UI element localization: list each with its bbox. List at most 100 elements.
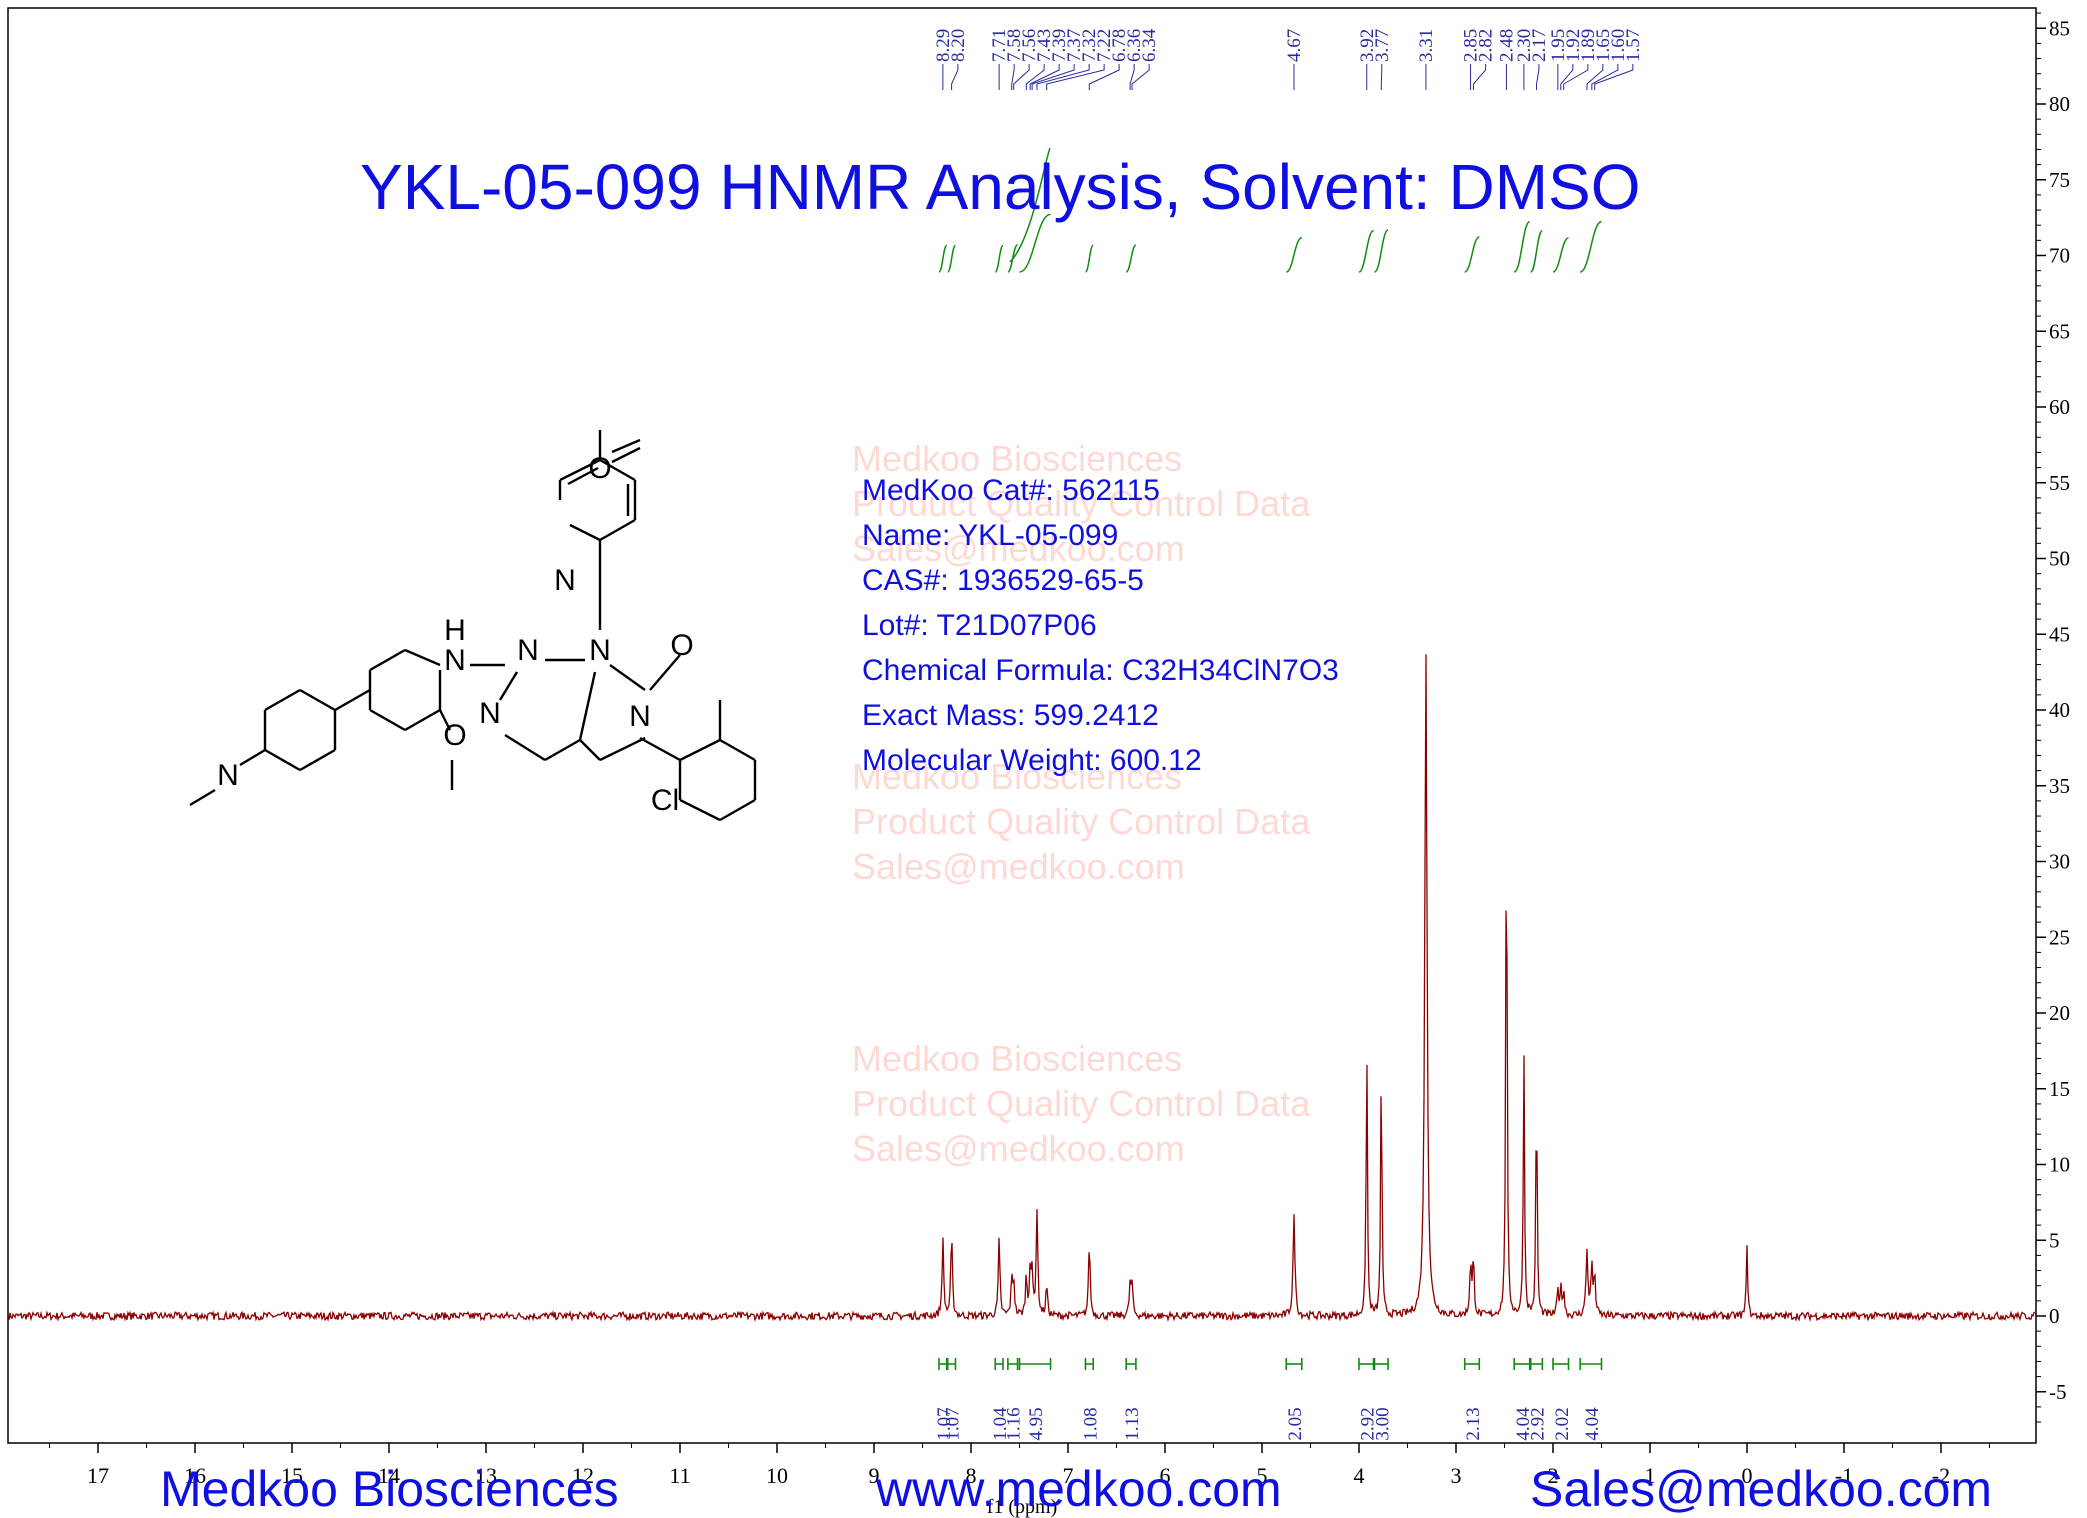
- bond: [559, 458, 601, 482]
- peak-label: 6.34: [1139, 28, 1160, 62]
- watermark-block-1: Medkoo Biosciences Product Quality Contr…: [852, 436, 1310, 571]
- spectrum-trace: [8, 654, 2036, 1323]
- bond: [504, 733, 546, 762]
- atom-label: N: [479, 697, 501, 730]
- peak-label: 3.31: [1416, 29, 1437, 62]
- peak-label: 8.29: [933, 29, 954, 62]
- peak-label-leader: [1013, 64, 1030, 90]
- peak-label: 2.48: [1496, 29, 1517, 62]
- integral-curve: [1464, 236, 1480, 273]
- x-tick-label: 5: [1257, 1463, 1268, 1488]
- footer-company: Medkoo Biosciences: [160, 1461, 619, 1517]
- peak-label: 7.43: [1034, 29, 1055, 62]
- watermark-block-2: Medkoo Biosciences Product Quality Contr…: [852, 754, 1310, 889]
- peak-label: 2.30: [1514, 29, 1535, 62]
- x-axis-label: f1 (ppm): [987, 1496, 1058, 1518]
- y-tick-label: 25: [2049, 925, 2070, 949]
- peak-label: 6.36: [1124, 29, 1145, 62]
- x-tick-label: 1: [1645, 1463, 1656, 1488]
- peak-label: 7.58: [1004, 29, 1025, 62]
- x-tick-label: 12: [572, 1463, 594, 1488]
- atom-label: N: [444, 644, 466, 677]
- integral-curve: [1084, 244, 1094, 273]
- integral-curve: [1579, 220, 1602, 273]
- bond: [609, 664, 646, 691]
- x-tick-label: 14: [378, 1463, 400, 1488]
- x-tick-label: 2: [1548, 1463, 1559, 1488]
- bond: [404, 648, 441, 667]
- compound-info: MedKoo Cat#: 562115 Name: YKL-05-099 CAS…: [862, 468, 1339, 783]
- y-tick-label: 70: [2049, 244, 2070, 268]
- info-mw: Molecular Weight: 600.12: [862, 744, 1202, 777]
- integral-value: 2.02: [1552, 1407, 1573, 1440]
- peak-label-leader: [1031, 64, 1075, 90]
- watermark-email: Sales@medkoo.com: [852, 1128, 1185, 1169]
- bond: [599, 736, 646, 762]
- spectrum-layer: [8, 654, 2036, 1323]
- peak-label-leader: [1131, 64, 1150, 90]
- bond: [299, 748, 336, 772]
- y-tick-label: 45: [2049, 622, 2070, 646]
- atom-label: N: [589, 634, 611, 667]
- integral-curve: [946, 244, 957, 273]
- x-tick-label: 8: [966, 1463, 977, 1488]
- integral-curves: [938, 147, 1602, 273]
- watermark-company: Medkoo Biosciences: [852, 438, 1183, 479]
- peak-label: 3.77: [1372, 29, 1393, 62]
- peak-label: 7.39: [1049, 29, 1070, 62]
- bond: [404, 708, 441, 732]
- integral-value: 4.95: [1026, 1407, 1047, 1440]
- peak-label-leader: [1594, 64, 1634, 90]
- x-tick-label: 7: [1063, 1463, 1074, 1488]
- info-lot: Lot#: T21D07P06: [862, 609, 1097, 642]
- integral-curve: [994, 244, 1004, 273]
- integral-curve: [1513, 220, 1531, 273]
- bond: [239, 748, 266, 767]
- peak-label-leader: [1472, 64, 1487, 90]
- integral-value: 2.05: [1285, 1407, 1306, 1440]
- peak-label-leader: [1046, 64, 1105, 90]
- y-tick-label: 85: [2049, 16, 2070, 40]
- bond: [264, 688, 301, 712]
- bond: [599, 458, 636, 482]
- integral-value: 1.07: [943, 1407, 964, 1440]
- watermark-qc: Product Quality Control Data: [852, 483, 1311, 524]
- bond: [679, 798, 721, 822]
- atom-label: Cl: [651, 784, 679, 817]
- bond: [679, 738, 721, 762]
- bond: [299, 688, 336, 712]
- footer-website[interactable]: www.medkoo.com: [876, 1461, 1282, 1517]
- bond: [369, 648, 406, 672]
- peak-label-leader: [1536, 64, 1540, 90]
- y-tick-label: 65: [2049, 319, 2070, 343]
- bond: [334, 688, 371, 712]
- x-tick-label: 4: [1354, 1463, 1365, 1488]
- bond: [578, 671, 597, 741]
- integral-curve: [1019, 213, 1051, 273]
- peak-label: 1.57: [1623, 29, 1644, 62]
- atom-label: N: [629, 700, 651, 733]
- footer-email[interactable]: Sales@medkoo.com: [1530, 1461, 1993, 1517]
- integral-value: 1.16: [1004, 1407, 1025, 1440]
- bond: [264, 748, 301, 772]
- y-tick-label: 55: [2049, 471, 2070, 495]
- bond: [611, 446, 641, 464]
- peak-label: 7.22: [1094, 29, 1115, 62]
- y-tick-label: 30: [2049, 850, 2070, 874]
- y-tick-label: 50: [2049, 547, 2070, 571]
- integral-value: 4.04: [1582, 1407, 1603, 1441]
- x-tick-label: -1: [1835, 1463, 1853, 1488]
- peak-label: 1.95: [1548, 29, 1569, 62]
- bond: [438, 709, 452, 731]
- info-formula: Chemical Formula: C32H34ClN7O3: [862, 654, 1339, 687]
- integral-curve: [1552, 237, 1569, 273]
- x-tick-label: 16: [184, 1463, 206, 1488]
- integral-curve: [938, 244, 948, 273]
- peak-label-leader: [1591, 64, 1619, 90]
- atom-label: N: [517, 634, 539, 667]
- y-tick-label: 15: [2049, 1077, 2070, 1101]
- peak-label-leader: [951, 64, 959, 90]
